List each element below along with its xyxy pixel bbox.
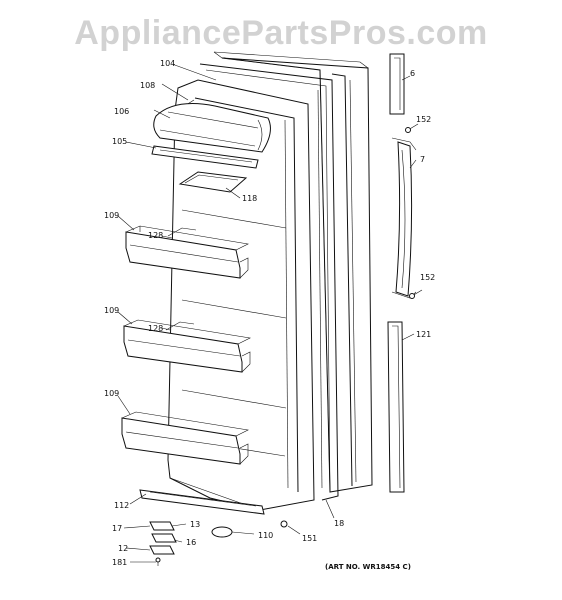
callout-151: 151 <box>302 534 317 543</box>
callout-109-lower: 109 <box>104 389 119 398</box>
leader-lines <box>117 63 417 563</box>
callout-128-middle: 128 <box>148 324 163 333</box>
small-bin <box>178 171 248 193</box>
callout-7: 7 <box>420 155 425 164</box>
door-gasket <box>199 63 339 501</box>
screw-lower <box>409 289 423 299</box>
callout-181: 181 <box>112 558 127 567</box>
callout-106: 106 <box>114 107 129 116</box>
dairy-compartment-door <box>153 103 271 153</box>
callout-6: 6 <box>410 69 415 78</box>
dairy-shelf <box>151 145 259 169</box>
callout-152-lower: 152 <box>420 273 435 282</box>
callout-118: 118 <box>242 194 257 203</box>
door-shelf-middle <box>123 319 251 373</box>
screw-upper <box>405 123 419 133</box>
callout-109-middle: 109 <box>104 306 119 315</box>
handle-cap-top <box>389 53 405 115</box>
callout-16: 16 <box>186 538 196 547</box>
outer-door-panel <box>213 51 373 493</box>
callout-112: 112 <box>114 501 129 510</box>
callout-104: 104 <box>160 59 175 68</box>
callout-13: 13 <box>190 520 200 529</box>
bottom-trim <box>139 489 265 515</box>
callout-18: 18 <box>334 519 344 528</box>
trim-strip <box>387 321 405 493</box>
callout-128-upper: 128 <box>148 231 163 240</box>
door-shelf-lower <box>121 411 249 465</box>
callout-121: 121 <box>416 330 431 339</box>
callout-12: 12 <box>118 544 128 553</box>
door-handle <box>391 137 417 299</box>
callout-110: 110 <box>258 531 273 540</box>
callout-17: 17 <box>112 524 122 533</box>
hinge-bracket <box>149 521 177 566</box>
callout-152-upper: 152 <box>416 115 431 124</box>
callout-108: 108 <box>140 81 155 90</box>
screw-151 <box>280 520 288 528</box>
bumper <box>211 526 233 538</box>
callout-105: 105 <box>112 137 127 146</box>
art-number: (ART NO. WR18454 C) <box>325 563 411 571</box>
callout-109-upper: 109 <box>104 211 119 220</box>
